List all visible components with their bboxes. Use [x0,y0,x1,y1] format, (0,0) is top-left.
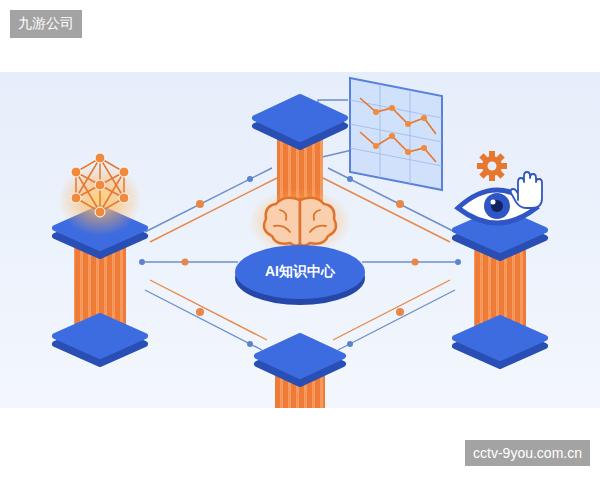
gear-icon-part [477,151,507,181]
network-dots-part [182,259,189,266]
chart-panel-part-part [389,133,395,139]
network-icon-part-part [100,172,124,212]
chart-panel-part-part [350,148,442,166]
chart-panel-part-part [373,143,379,149]
chart-panel-part-part [405,121,411,127]
chart-panel-part-part [421,145,427,151]
brain-icon-part [300,198,336,246]
network-icon-part [76,158,124,212]
gear-icon [477,151,507,181]
top-pillar-part [255,97,345,139]
chart-panel-part [360,132,436,162]
bottom-pillar [257,336,343,408]
brain-icon-part-part [274,226,290,232]
chart-panel-part-part [373,109,379,115]
network-icon-part-part [71,167,81,177]
left-pillar-part [55,316,145,356]
network-dots-part [455,259,461,265]
disc-top [235,245,365,299]
network-icon-part-part [119,193,129,203]
network-icon-part [71,153,129,217]
network-icon-part-part [95,207,105,217]
chart-panel-part-part [380,84,381,178]
network-dots-part [247,176,253,182]
chart-panel-part [373,105,427,155]
eye-icon-part [484,193,510,219]
chart-panel-part [350,84,442,184]
hand-icon-part [511,172,542,208]
chart-panel [350,78,442,190]
network-dots-part [396,200,404,208]
watermark: cctv-9you.com.cn [465,440,590,466]
network-lines-part [362,261,455,262]
eye-icon-part [491,200,503,212]
network-lines-part [145,261,238,262]
network-dots-part [196,200,204,208]
chart-panel-part [360,98,436,134]
brain-icon-part-part [310,226,326,232]
network-icon-part-part [71,193,81,203]
network-icon-part-part [95,153,105,163]
network-dots-part [396,308,404,316]
watermark: 九游公司 [10,10,82,38]
chart-panel-part-part [421,115,427,121]
chart-panel-part-part [405,149,411,155]
right-pillar-part [455,318,545,358]
network-icon-part-part [95,180,105,190]
network-dots [139,176,461,347]
bottom-pillar-part [257,336,343,376]
network-lines-part [318,150,352,158]
eye-icon-part [491,200,496,205]
hub-title: AI知识中心 [265,263,335,281]
network-dots-part [347,341,353,347]
chart-panel-part-part [410,90,411,184]
gear-icon-part-part [479,153,504,178]
network-icon-part-part [76,172,100,212]
network-dots-part [347,176,353,182]
right-pillar [455,210,545,366]
network-dots-part [196,308,204,316]
network-icon [58,153,142,236]
brain-icon-part [264,198,300,246]
chart-panel-part-part [389,105,395,111]
network-dots-part [247,341,253,347]
hand-icon [511,172,542,208]
chart-panel-part [350,78,442,190]
background-panel [0,72,600,408]
network-lines-part [145,290,262,350]
network-dots-part [412,259,419,266]
network-dots-part [139,259,145,265]
network-icon-part-part [76,158,124,212]
brain-icon-part-part [314,210,320,220]
chart-panel-part-part [350,100,442,118]
brain-icon-part-part [280,210,286,220]
gear-icon-part [488,162,497,171]
knowledge-hub-disc: AI知识中心 [234,244,366,308]
network-icon-part-part [119,167,129,177]
network-lines-part [338,290,455,350]
gear-icon-part-part [479,153,504,178]
